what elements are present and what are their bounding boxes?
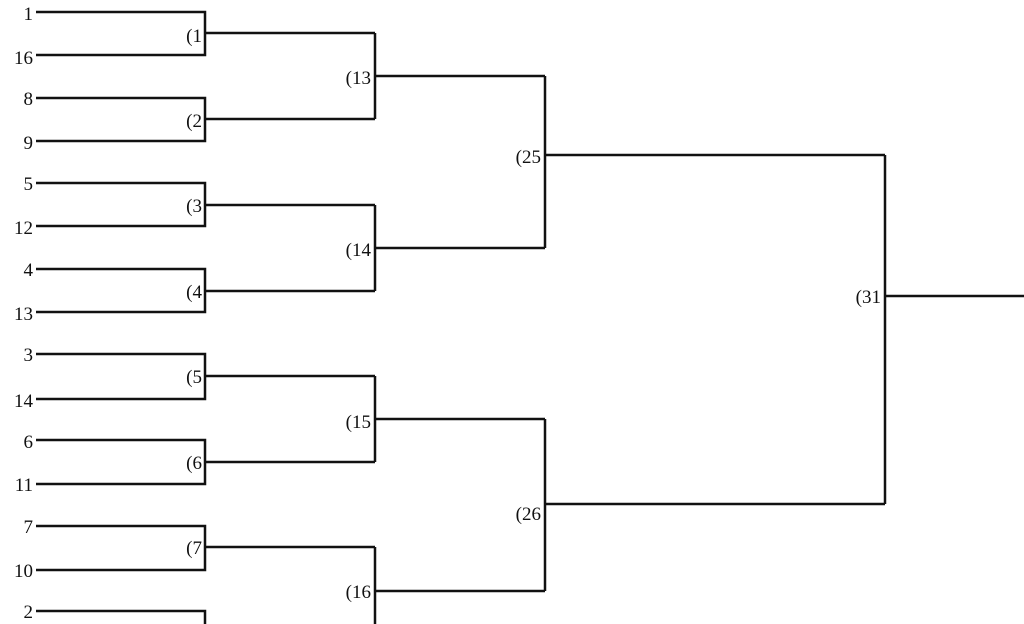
seed-label: 4 bbox=[24, 260, 34, 281]
round2-bracket-line bbox=[373, 205, 545, 291]
round1-bracket-line bbox=[36, 352, 375, 401]
round2-game-label: (14 bbox=[346, 240, 372, 261]
round3-bracket-line bbox=[543, 419, 885, 591]
seed-label: 1 bbox=[24, 4, 34, 25]
round3-game-label: (26 bbox=[516, 504, 541, 525]
seed-label: 10 bbox=[14, 561, 33, 582]
seed-label: 5 bbox=[24, 174, 34, 195]
round1-game-label: (4 bbox=[186, 282, 202, 303]
round1-game-label: (1 bbox=[186, 26, 202, 47]
round2-bracket-line bbox=[373, 376, 545, 462]
round2-bracket-line bbox=[373, 33, 545, 119]
round3-game-label: (25 bbox=[516, 147, 541, 168]
round1-game-label: (7 bbox=[186, 538, 202, 559]
round1-game-label: (5 bbox=[186, 367, 202, 388]
round2-game-label: (13 bbox=[346, 68, 371, 89]
seed-label: 13 bbox=[14, 304, 33, 325]
seed-label: 8 bbox=[24, 89, 34, 110]
round1-bracket-line bbox=[36, 10, 375, 57]
round1-bracket-line bbox=[36, 181, 375, 228]
seed-label: 3 bbox=[24, 345, 34, 366]
round1-bracket-line bbox=[36, 96, 375, 143]
round1-bracket-line bbox=[36, 267, 375, 314]
round4-game-label: (31 bbox=[856, 287, 881, 308]
round1-game-label: (6 bbox=[186, 453, 202, 474]
round1-bracket-line bbox=[36, 438, 375, 486]
seed-label: 14 bbox=[14, 391, 34, 412]
round4-bracket-line bbox=[883, 155, 1024, 504]
round1-bracket-line bbox=[36, 524, 375, 572]
round1-bracket-line bbox=[36, 609, 207, 624]
round2-bracket-line bbox=[373, 547, 545, 624]
seed-label: 11 bbox=[15, 475, 33, 496]
round3-bracket-line bbox=[543, 76, 885, 248]
seed-label: 2 bbox=[24, 602, 34, 623]
round2-game-label: (15 bbox=[346, 412, 371, 433]
round1-game-label: (2 bbox=[186, 111, 202, 132]
round2-game-label: (16 bbox=[346, 582, 371, 603]
round1-game-label: (3 bbox=[186, 196, 202, 217]
seed-label: 9 bbox=[24, 133, 34, 154]
seed-label: 6 bbox=[24, 432, 34, 453]
seed-label: 16 bbox=[14, 48, 33, 69]
seed-label: 7 bbox=[24, 517, 34, 538]
seed-label: 12 bbox=[14, 218, 33, 239]
